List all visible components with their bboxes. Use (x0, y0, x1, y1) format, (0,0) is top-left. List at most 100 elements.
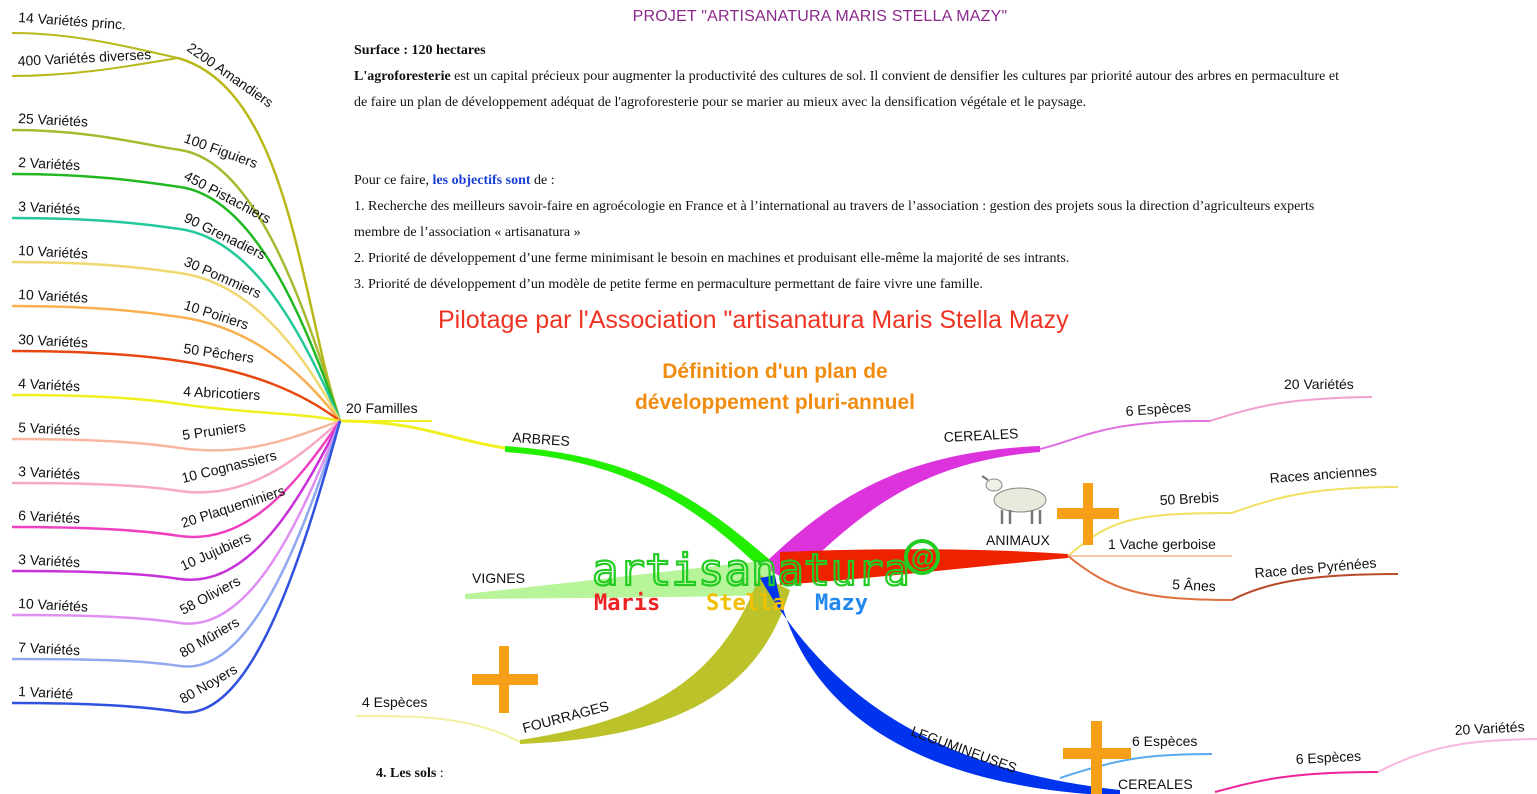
tree-variety-line (11, 525, 181, 538)
tree-variety-label: 2 Variétés (18, 154, 81, 173)
tree-branch-line (179, 420, 341, 494)
label-amandier-sub1: 14 Variétés princ. (18, 9, 127, 32)
logo-stella: Stella (706, 591, 785, 616)
line-brebis (1067, 512, 1233, 557)
plus-icon-fourrages (472, 646, 538, 713)
tree-variety-label: 5 Variétés (18, 419, 81, 438)
tree-branch-line (179, 420, 342, 625)
tree-variety-line (11, 393, 181, 406)
tree-branch-line (179, 359, 341, 423)
logo-maris: Maris (594, 591, 660, 616)
label-amandier-sub2: 400 Variétés diverses (17, 46, 151, 69)
line-anes (1067, 555, 1233, 601)
objectives-intro: Pour ce faire, les objectifs sont de : (354, 173, 555, 188)
page-title: PROJET "ARTISANATURA MARIS STELLA MAZY" (632, 8, 1008, 25)
label-amandiers: 2200 Amandiers (184, 39, 276, 110)
tree-branch-line (179, 420, 342, 582)
tree-branch-line (179, 271, 342, 422)
logo-artisanatura: artisanatura (592, 545, 910, 596)
line-fourrages-species (355, 715, 521, 743)
tree-variety-line (11, 216, 181, 231)
tree-label: 100 Figuiers (182, 130, 260, 171)
agroforesterie-paragraph: L'agroforesterie est un capital précieux… (354, 69, 1339, 110)
label-cereales-bottom-species: 6 Espèces (1295, 748, 1361, 767)
tree-label: 30 Pommiers (182, 253, 264, 301)
tree-variety-label: 7 Variétés (18, 639, 81, 658)
connector-familles (339, 419, 506, 450)
tree-variety-line (11, 481, 181, 493)
logo-mazy: Mazy (815, 591, 868, 616)
tree-variety-label: 6 Variétés (18, 507, 81, 526)
tree-branch-line (179, 185, 342, 422)
tree-variety-line (11, 437, 181, 450)
label-familles: 20 Familles (346, 400, 418, 416)
label-vache: 1 Vache gerboise (1108, 536, 1216, 552)
tree-variety-label: 3 Variétés (18, 551, 81, 570)
pilotage-title: Pilotage par l'Association "artisanatura… (438, 306, 1069, 334)
label-cereales-varieties: 20 Variétés (1284, 376, 1354, 392)
line-cereales-bottom-varieties (1377, 738, 1537, 773)
tree-branch-line (179, 420, 342, 539)
branch-fourrages (520, 575, 790, 744)
logo-at-circle (904, 539, 940, 575)
logo-at: @ (911, 545, 934, 572)
tree-label: 10 Cognassiers (180, 447, 278, 486)
tree-variety-line (11, 172, 181, 189)
label-animaux: ANIMAUX (986, 532, 1050, 548)
tree-branch-line (179, 148, 342, 422)
tree-variety-label: 10 Variétés (18, 242, 89, 262)
tree-branch-line (179, 420, 342, 714)
tree-variety-line (11, 569, 181, 581)
label-races-anciennes: Races anciennes (1269, 463, 1377, 486)
tree-variety-line (11, 349, 181, 363)
line-cereales-bottom (1214, 771, 1379, 793)
label-arbres: ARBRES (512, 429, 571, 449)
tree-variety-line (11, 304, 181, 319)
line-cereales-species (1039, 419, 1211, 450)
line-amandier-sub1 (11, 32, 179, 59)
plan-title: Définition d'un plan de développement pl… (634, 360, 916, 414)
line-races-anciennes (1231, 486, 1399, 514)
tree-variety-label: 10 Variétés (18, 595, 89, 615)
label-cereales-bottom: CEREALES (1118, 776, 1193, 792)
line-race-pyrenees (1231, 573, 1399, 601)
tree-label: 10 Poiriers (182, 297, 251, 333)
tree-variety-label: 25 Variétés (18, 110, 89, 130)
tree-branch-line (179, 315, 341, 422)
line-amandier-main (177, 56, 342, 422)
line-legumineuses-species (1059, 753, 1213, 779)
tree-variety-line (11, 613, 181, 625)
objective-3: 3. Priorité de développement d’un modèle… (354, 277, 983, 292)
sols-heading: 4. Les sols : (376, 766, 444, 781)
tree-variety-line (11, 128, 181, 152)
tree-variety-label: 1 Variété (18, 683, 74, 702)
tree-branch-line (179, 402, 341, 423)
line-amandier-sub2 (11, 57, 179, 77)
tree-variety-label: 3 Variétés (18, 463, 81, 482)
tree-variety-line (11, 260, 181, 275)
label-cereales: CEREALES (943, 425, 1018, 445)
plus-icon-animaux (1057, 483, 1119, 545)
objective-1: 1. Recherche des meilleurs savoir-faire … (354, 199, 1315, 240)
tree-variety-label: 10 Variétés (18, 286, 89, 306)
tree-branch-line (179, 419, 341, 452)
label-brebis: 50 Brebis (1159, 489, 1219, 508)
label-cereales-bottom-varieties: 20 Variétés (1454, 718, 1525, 738)
tree-label: 4 Abricotiers (183, 383, 261, 403)
tree-label: 5 Pruniers (181, 418, 246, 443)
line-cereales-varieties (1209, 396, 1373, 422)
description-text: Surface : 120 hectares L'agroforesterie … (354, 38, 1344, 298)
tree-branch-line (179, 227, 342, 422)
branch-vignes (465, 560, 775, 599)
label-fourrages-species: 4 Espèces (362, 694, 427, 710)
tree-branch-line (179, 420, 342, 668)
tree-variety-label: 4 Variétés (18, 375, 81, 394)
plus-icon-legumineuses (1063, 721, 1131, 794)
label-anes: 5 Ânes (1172, 576, 1216, 594)
surface-line: Surface : 120 hectares (354, 43, 486, 58)
tree-variety-label: 3 Variétés (18, 198, 81, 217)
tree-variety-line (11, 657, 181, 668)
branch-animaux (780, 549, 1068, 585)
